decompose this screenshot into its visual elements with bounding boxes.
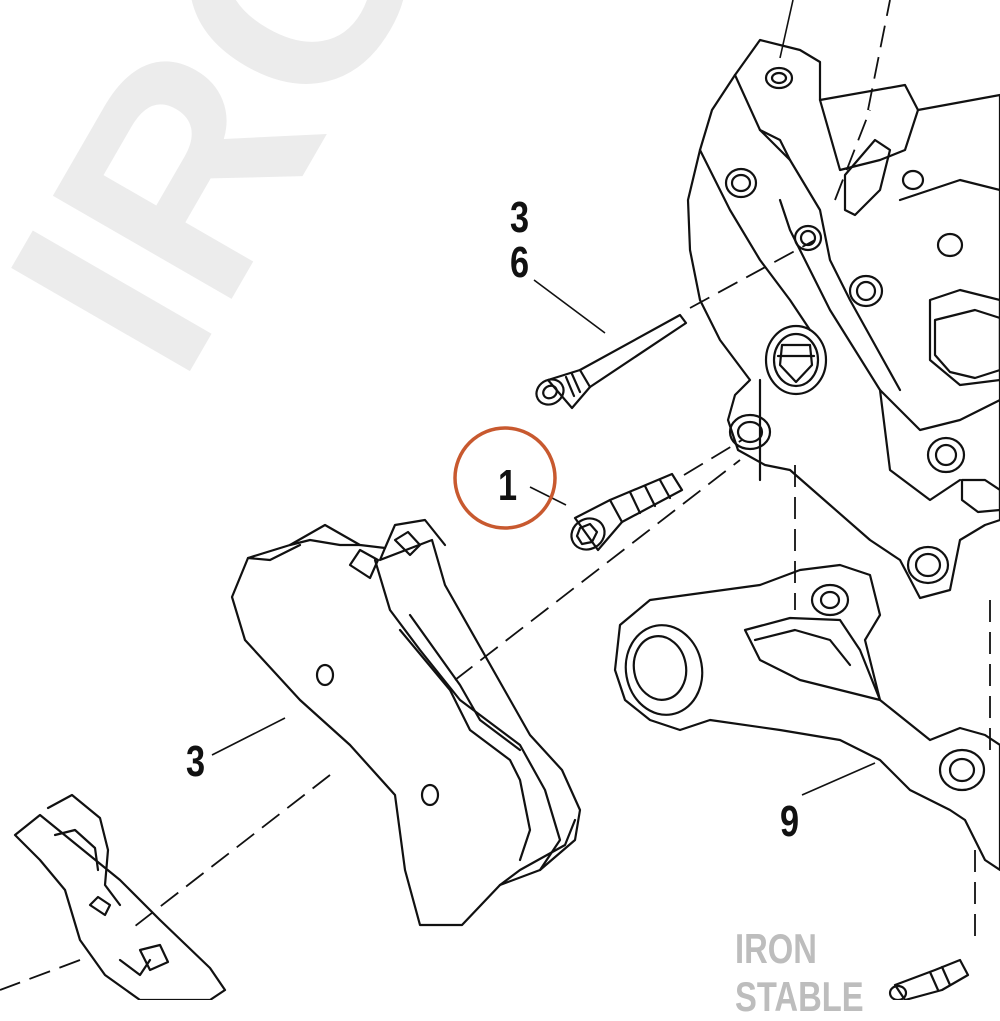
bleeder-fitting xyxy=(888,958,970,1000)
piston-window xyxy=(933,308,1000,380)
alignment-lines xyxy=(0,0,991,991)
callout-3-pad: 3 xyxy=(186,737,206,786)
pad-retaining-clip xyxy=(13,793,227,1000)
long-caliper-bolt xyxy=(535,313,688,410)
mounting-bracket xyxy=(613,563,1000,872)
callout-9: 9 xyxy=(780,797,800,846)
brand-watermark: IRON STABLE xyxy=(735,925,864,1020)
leader-lines xyxy=(211,0,876,796)
callout-3-upper: 3 xyxy=(510,193,530,242)
callout-6: 6 xyxy=(510,238,530,287)
caliper-bolt-holes xyxy=(724,66,966,585)
bleeder-boss xyxy=(960,478,1000,514)
brake-pad xyxy=(230,518,582,927)
diagram-svg xyxy=(0,0,1000,1000)
highlight-ring xyxy=(453,426,557,530)
callout-1: 1 xyxy=(498,461,518,510)
short-mounting-bolt xyxy=(570,472,684,552)
caliper-body xyxy=(686,38,1000,600)
bar-and-shield-emblem xyxy=(764,324,828,396)
